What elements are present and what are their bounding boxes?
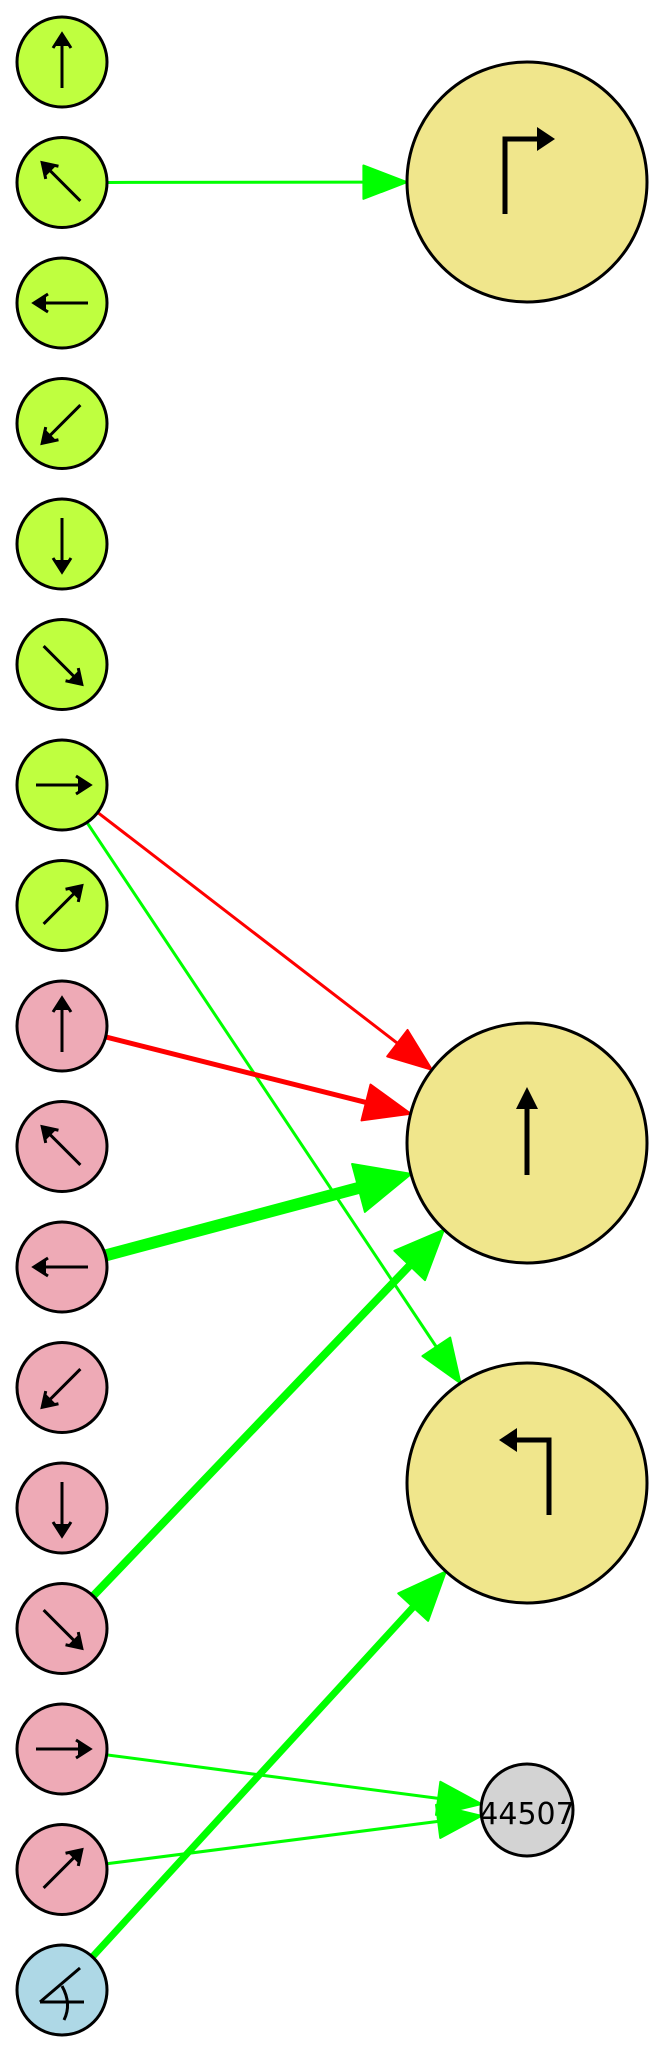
- connection-p-right-to-out-unknown: [106, 1753, 483, 1816]
- arrow-up-icon: [51, 31, 73, 88]
- input-node-p-upright: [15, 1823, 109, 1916]
- arrow-down-right-icon: [42, 645, 84, 687]
- arrow-left-icon: [31, 292, 88, 314]
- connection-layer: [85, 164, 483, 1960]
- output-node-out-straight: [405, 1021, 649, 1265]
- arrow-up-icon: [51, 995, 73, 1052]
- arrow-up-right-icon: [42, 1847, 84, 1889]
- connection-p-up-to-out-straight: [105, 1034, 412, 1122]
- arrow-down-left-icon: [40, 1368, 82, 1410]
- connection-line: [85, 821, 439, 1350]
- connection-line: [90, 1261, 414, 1599]
- arrow-down-left-icon: [40, 404, 82, 446]
- arrow-right-icon: [36, 1738, 93, 1760]
- input-node-p-downleft: [15, 1341, 109, 1434]
- arrowhead: [421, 1336, 462, 1385]
- connection-g-right-to-out-straight: [96, 811, 433, 1071]
- arrow-down-right-icon: [42, 1609, 84, 1651]
- arrow-left-icon: [31, 1256, 88, 1278]
- straight-arrow-icon: [516, 1087, 538, 1175]
- unknown-node-label: 44507: [479, 1797, 574, 1832]
- arrowhead: [351, 1162, 413, 1213]
- input-node-g-downleft: [15, 377, 109, 470]
- input-node-g-right: [15, 738, 109, 832]
- connection-g-right-to-out-turn-left: [85, 821, 462, 1385]
- input-node-p-up: [15, 979, 109, 1073]
- input-node-g-upleft: [15, 136, 109, 229]
- input-node-g-down: [15, 497, 109, 591]
- turn-right-icon: [502, 127, 555, 214]
- input-node-p-upleft: [15, 1100, 109, 1193]
- input-node-p-left: [15, 1220, 109, 1314]
- arrowhead: [397, 1570, 447, 1622]
- input-node-g-upright: [15, 859, 109, 952]
- input-node-b-angle: [15, 1943, 109, 2037]
- input-node-g-downright: [15, 618, 109, 711]
- connection-line: [105, 1034, 369, 1106]
- connection-line: [103, 1181, 362, 1262]
- connection-line: [106, 1753, 441, 1801]
- connection-line: [96, 811, 400, 1046]
- output-node-circle: [405, 60, 649, 304]
- connection-line: [106, 1819, 441, 1866]
- arrowhead: [360, 1083, 412, 1122]
- arrow-up-right-icon: [42, 883, 84, 925]
- output-node-out-turn-left: [405, 1361, 649, 1605]
- arrow-down-icon: [51, 518, 73, 575]
- output-node-circle: [405, 1361, 649, 1605]
- arrowhead: [362, 164, 409, 200]
- input-node-g-left: [15, 256, 109, 350]
- angle-icon: [39, 1966, 84, 2021]
- connection-p-upright-to-out-unknown: [106, 1803, 483, 1866]
- connection-p-left-to-out-straight: [103, 1162, 413, 1262]
- connection-b-angle-to-out-turn-left: [89, 1570, 447, 1960]
- input-node-p-right: [15, 1702, 109, 1796]
- arrowhead: [386, 1028, 433, 1071]
- label-layer: 44507: [479, 1797, 574, 1832]
- output-node-out-turn-right: [405, 60, 649, 304]
- arrowhead: [435, 1803, 483, 1839]
- turn-left-icon: [499, 1428, 552, 1515]
- connection-p-downright-to-out-straight: [90, 1228, 445, 1599]
- output-node-out-unknown: [479, 1762, 575, 1858]
- input-node-circle: [15, 1943, 109, 2037]
- input-node-p-down: [15, 1461, 109, 1555]
- output-node-circle: [479, 1762, 575, 1858]
- input-node-p-downright: [15, 1582, 109, 1675]
- arrow-up-left-icon: [40, 160, 82, 202]
- connection-g-upleft-to-out-turn-right: [106, 164, 409, 200]
- arrow-down-icon: [51, 1482, 73, 1539]
- arrow-up-left-icon: [40, 1124, 82, 1166]
- input-node-g-up: [15, 15, 109, 109]
- connection-line: [89, 1603, 418, 1960]
- arrowhead: [393, 1228, 445, 1282]
- arrow-right-icon: [36, 774, 93, 796]
- node-layer: [15, 15, 649, 2037]
